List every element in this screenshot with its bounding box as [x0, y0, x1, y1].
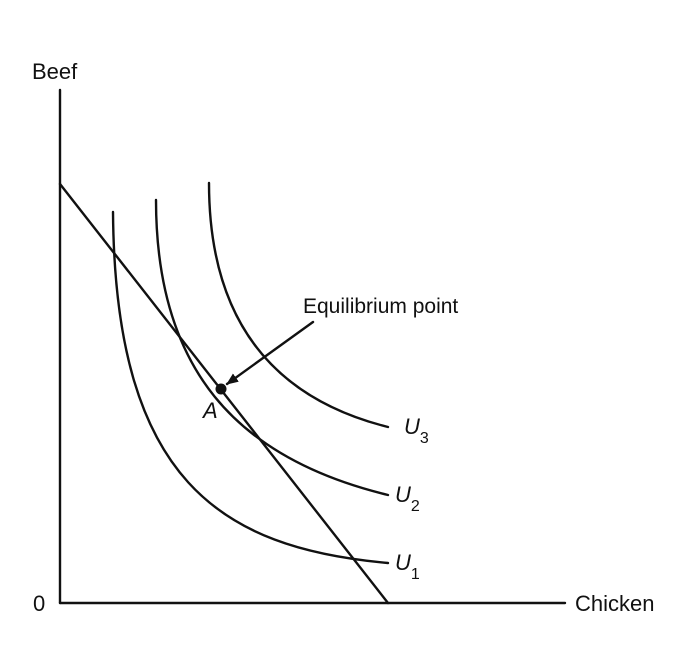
indifference-curve-u1 [111, 210, 390, 565]
curve-label-u1: U1 [395, 550, 420, 583]
curve-label-u1-sub: 1 [411, 566, 420, 583]
annotation-label: Equilibrium point [303, 295, 458, 318]
origin-label: 0 [33, 591, 45, 616]
y-axis-label: Beef [32, 59, 78, 84]
curve-label-u2-name: U [395, 482, 411, 507]
curve-label-u2-sub: 2 [411, 498, 420, 515]
curve-label-u1-name: U [395, 550, 411, 575]
x-axis-label: Chicken [575, 591, 654, 616]
indifference-curve-u3 [207, 181, 390, 429]
curve-label-u2: U2 [395, 482, 420, 515]
curve-label-u3: U3 [404, 414, 429, 447]
equilibrium-point-dot [215, 383, 227, 395]
indifference-curve-u2 [154, 198, 390, 497]
curve-label-u3-sub: 3 [420, 430, 429, 447]
curve-label-u3-name: U [404, 414, 420, 439]
point-a-label: A [201, 398, 218, 423]
annotation-arrow [225, 320, 315, 386]
